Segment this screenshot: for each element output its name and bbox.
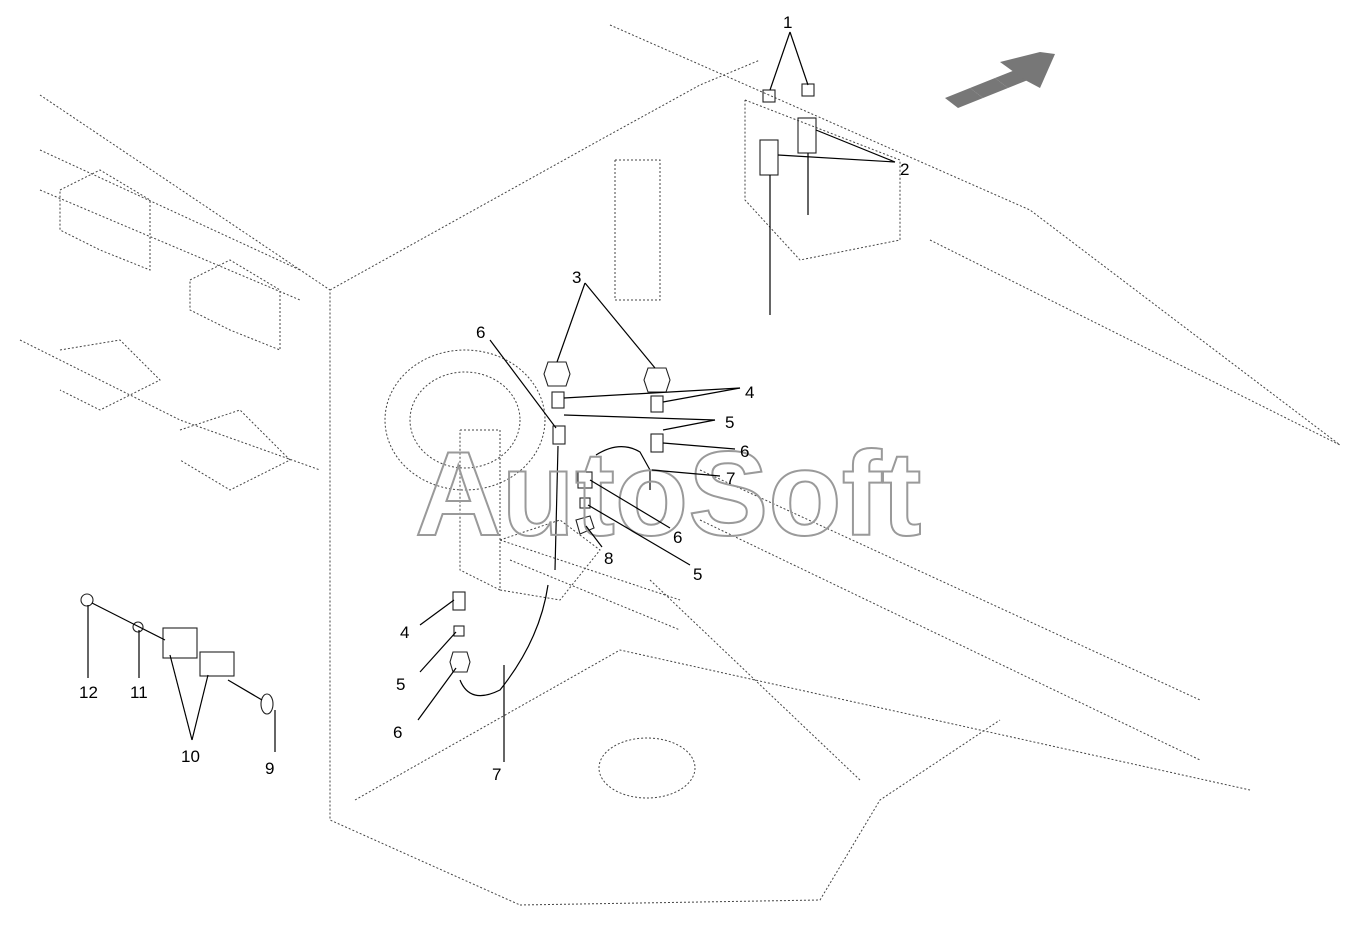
callout-12: 12 xyxy=(79,683,98,702)
callout-labels: 1 2 3 4 5 6 6 7 6 5 8 4 5 6 7 12 11 10 9 xyxy=(79,13,909,784)
callout-9: 9 xyxy=(265,759,274,778)
callout-11: 11 xyxy=(130,683,148,702)
chassis-frame xyxy=(19,24,1341,906)
callout-4: 4 xyxy=(745,383,754,402)
callout-10: 10 xyxy=(181,747,200,766)
callout-2: 2 xyxy=(900,160,909,179)
callout-6: 6 xyxy=(673,528,682,547)
callout-5: 5 xyxy=(693,565,702,584)
leader-lines xyxy=(87,31,896,762)
callout-8: 8 xyxy=(604,549,613,568)
callout-7: 7 xyxy=(726,469,735,488)
callout-6: 6 xyxy=(393,723,402,742)
callout-3: 3 xyxy=(572,268,581,287)
callout-6: 6 xyxy=(476,323,485,342)
watermark: AutoSoft xyxy=(415,427,921,561)
callout-6: 6 xyxy=(740,442,749,461)
callout-7: 7 xyxy=(492,765,501,784)
forward-direction-arrow xyxy=(945,52,1055,108)
callout-4: 4 xyxy=(400,623,409,642)
callout-5: 5 xyxy=(396,675,405,694)
fittings xyxy=(449,83,817,697)
callout-1: 1 xyxy=(783,13,792,32)
hardware-kit xyxy=(80,593,274,715)
callout-5: 5 xyxy=(725,413,734,432)
